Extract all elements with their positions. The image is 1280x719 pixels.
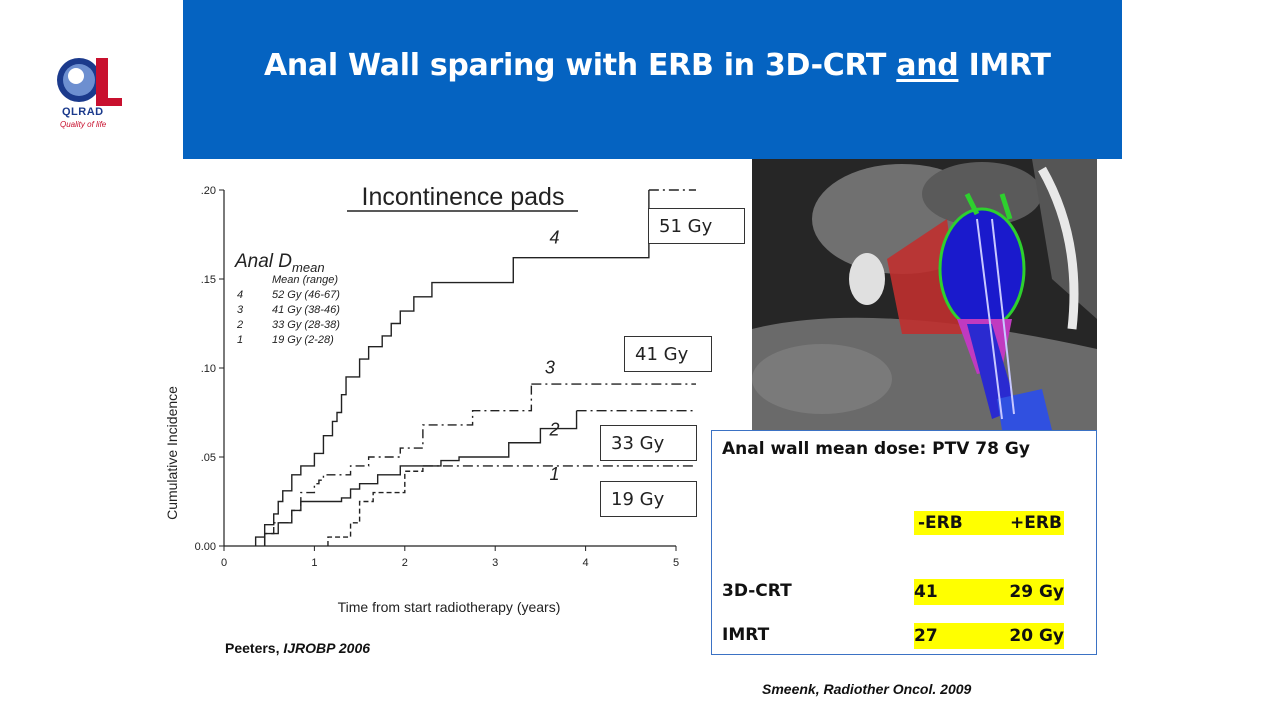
series-4-line xyxy=(254,190,650,546)
legend-entry-num: 3 xyxy=(237,304,244,316)
x-tick-label: 4 xyxy=(583,557,589,569)
series-3-label: 3 xyxy=(545,357,555,377)
cell-imrt-plus: 20 Gy xyxy=(968,623,1064,649)
y-axis-label: Cumulative Incidence xyxy=(164,386,180,520)
series-3-line xyxy=(263,384,533,546)
incontinence-chart: Incontinence pads Cumulative Incidence T… xyxy=(164,183,696,615)
series-1-label: 1 xyxy=(549,464,559,484)
y-tick-label: 0.00 xyxy=(195,541,216,553)
series-2-label: 2 xyxy=(548,420,559,440)
y-tick-label: .15 xyxy=(201,274,216,286)
cell-3dcrt-minus: 41 xyxy=(914,579,968,605)
ct-scan-image xyxy=(752,159,1097,430)
series-4-label: 4 xyxy=(549,227,559,247)
row-label-imrt: IMRT xyxy=(722,625,770,645)
callout-41gy: 41 Gy xyxy=(624,336,712,372)
citation-smeenk: Smeenk, Radiother Oncol. 2009 xyxy=(762,681,972,697)
column-header-plus-erb: +ERB xyxy=(968,511,1064,535)
legend-entry-num: 1 xyxy=(237,334,243,346)
series-2-line xyxy=(263,410,578,546)
callout-19gy: 19 Gy xyxy=(600,481,697,517)
legend-entry-text: 19 Gy (2-28) xyxy=(272,334,334,346)
table-title: Anal wall mean dose: PTV 78 Gy xyxy=(722,439,1030,459)
y-tick-label: .05 xyxy=(201,452,216,464)
legend-entry-num: 4 xyxy=(237,289,243,301)
x-tick-label: 2 xyxy=(402,557,408,569)
legend-entry-num: 2 xyxy=(236,319,243,331)
logo-name: QLRAD xyxy=(62,106,104,118)
legend-entry-text: 41 Gy (38-46) xyxy=(272,304,340,316)
qlrad-logo-icon xyxy=(57,58,122,106)
series-1-line xyxy=(327,465,424,546)
legend-subtitle: Mean (range) xyxy=(272,274,338,286)
citation-peeters: Peeters, IJROBP 2006 xyxy=(225,640,371,656)
legend-title: Anal Dmean xyxy=(234,251,325,275)
x-tick-label: 3 xyxy=(492,557,498,569)
legend-entry-text: 52 Gy (46-67) xyxy=(272,289,340,301)
column-header-minus-erb: -ERB xyxy=(914,511,968,535)
legend-entry-text: 33 Gy (28-38) xyxy=(272,319,340,331)
callout-51gy: 51 Gy xyxy=(648,208,745,244)
title-banner xyxy=(183,0,1122,159)
row-label-3dcrt: 3D-CRT xyxy=(722,581,792,601)
y-tick-label: .20 xyxy=(201,185,216,197)
x-axis-label: Time from start radiotherapy (years) xyxy=(338,599,561,615)
chart-title: Incontinence pads xyxy=(362,183,565,211)
logo-tagline: Quality of life xyxy=(60,120,107,129)
x-tick-label: 0 xyxy=(221,557,227,569)
cell-3dcrt-plus: 29 Gy xyxy=(968,579,1064,605)
cell-imrt-minus: 27 xyxy=(914,623,968,649)
x-tick-label: 1 xyxy=(311,557,317,569)
callout-33gy: 33 Gy xyxy=(600,425,697,461)
slide-title: Anal Wall sparing with ERB in 3D-CRT and… xyxy=(264,48,1051,83)
dose-table: Anal wall mean dose: PTV 78 Gy -ERB +ERB… xyxy=(711,430,1097,655)
y-tick-label: .10 xyxy=(201,363,216,375)
x-tick-label: 5 xyxy=(673,557,679,569)
